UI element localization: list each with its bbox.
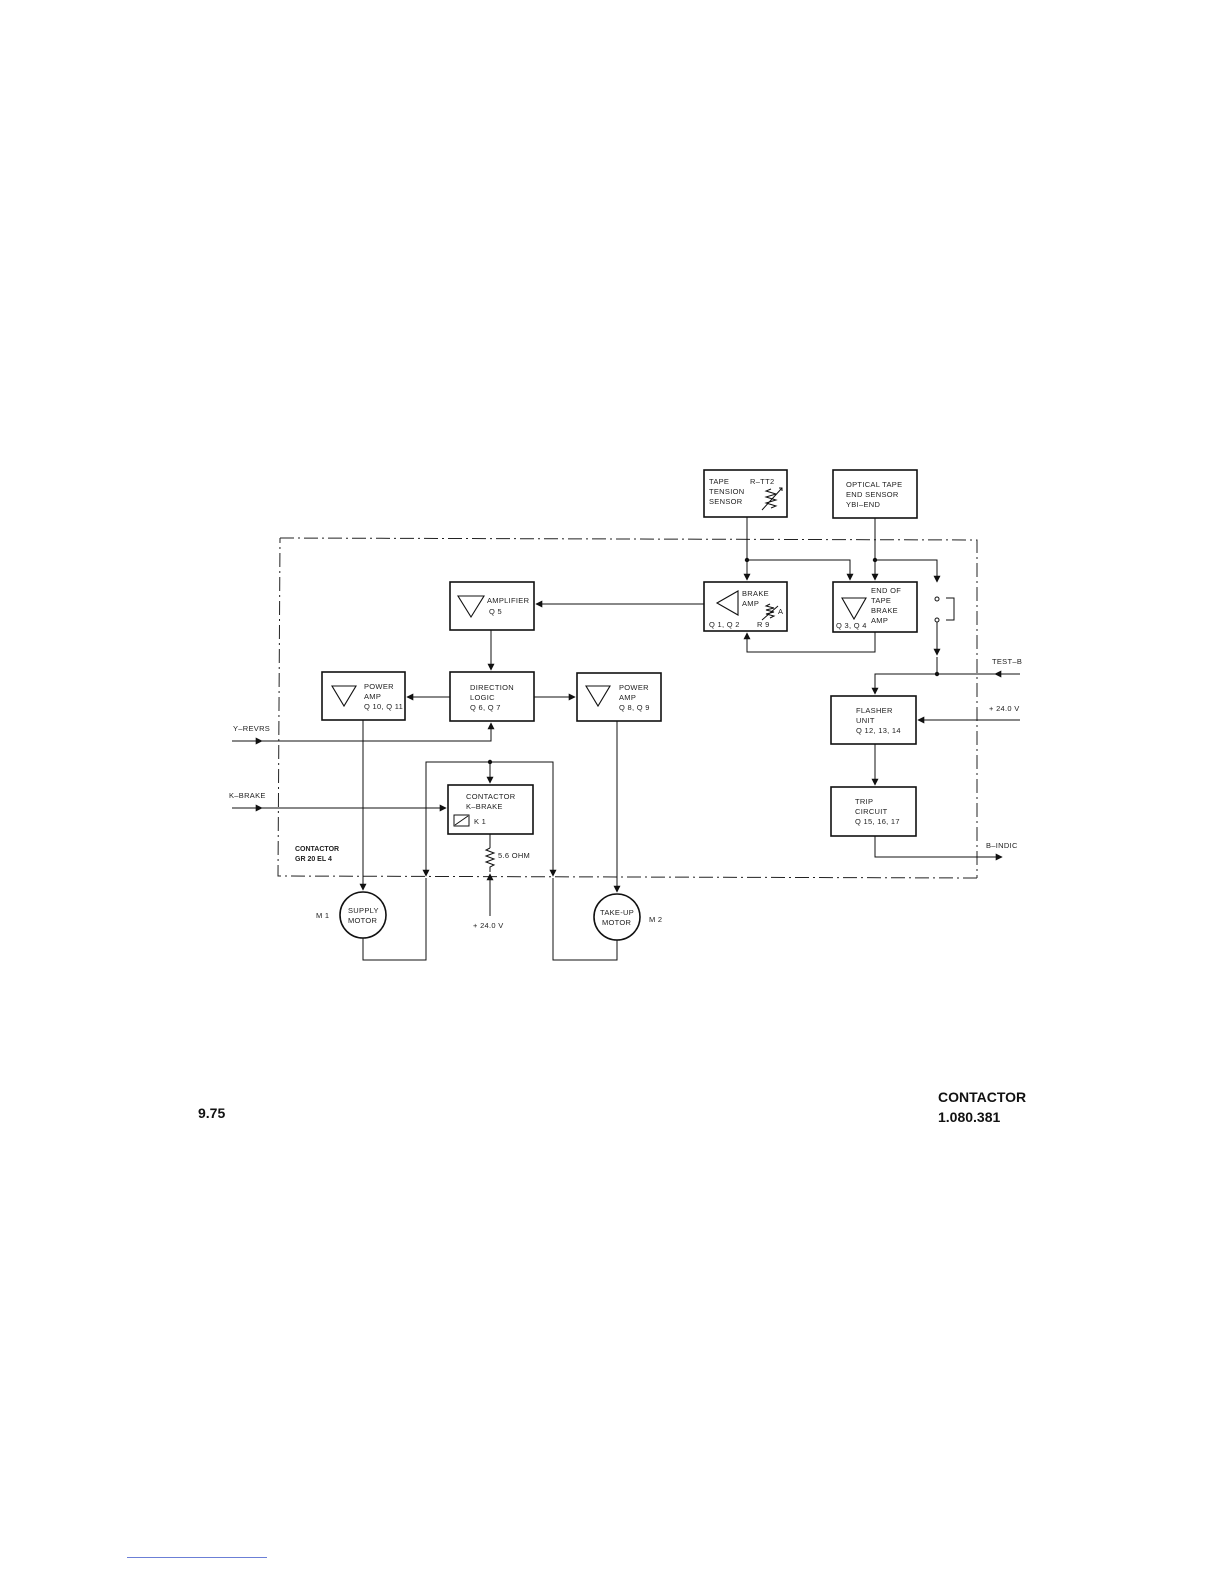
page-number: 9.75 bbox=[198, 1105, 226, 1121]
svg-text:FLASHER: FLASHER bbox=[856, 706, 893, 715]
signal-plus-24v-right: + 24.0 V bbox=[989, 704, 1020, 713]
svg-text:TAKE-UP: TAKE-UP bbox=[600, 908, 634, 917]
amplifier-triangle-icon bbox=[457, 595, 485, 619]
svg-text:SUPPLY: SUPPLY bbox=[348, 906, 379, 915]
svg-text:AMP: AMP bbox=[619, 693, 636, 702]
module-boundary bbox=[277, 537, 978, 879]
svg-text:R–TT2: R–TT2 bbox=[750, 477, 774, 486]
svg-text:SENSOR: SENSOR bbox=[709, 497, 743, 506]
resistor-value: 5.6 OHM bbox=[498, 851, 530, 860]
svg-text:TRIP: TRIP bbox=[855, 797, 873, 806]
signal-plus-24v-bottom: + 24.0 V bbox=[473, 921, 504, 930]
svg-text:BRAKE: BRAKE bbox=[871, 606, 898, 615]
svg-text:OPTICAL TAPE: OPTICAL TAPE bbox=[846, 480, 902, 489]
svg-text:A: A bbox=[778, 607, 783, 616]
svg-text:Q 8, Q 9: Q 8, Q 9 bbox=[619, 703, 650, 712]
svg-text:END SENSOR: END SENSOR bbox=[846, 490, 899, 499]
power-amp-right-box: POWER AMP Q 8, Q 9 bbox=[576, 672, 662, 722]
supply-motor: SUPPLY MOTOR bbox=[339, 891, 387, 939]
footer-title: CONTACTOR bbox=[938, 1089, 1027, 1105]
svg-text:TENSION: TENSION bbox=[709, 487, 744, 496]
svg-text:POWER: POWER bbox=[619, 683, 649, 692]
optical-tape-end-sensor-box: OPTICAL TAPE END SENSOR YBI–END bbox=[832, 469, 918, 519]
svg-text:Q 15, 16, 17: Q 15, 16, 17 bbox=[855, 817, 900, 826]
svg-text:CONTACTOR: CONTACTOR bbox=[466, 792, 516, 801]
takeup-motor: TAKE-UP MOTOR bbox=[593, 893, 641, 941]
power-amp-left-box: POWER AMP Q 10, Q 11 bbox=[321, 671, 406, 721]
trimmer-resistor-icon bbox=[761, 603, 779, 621]
signal-k-brake: K–BRAKE bbox=[229, 791, 266, 800]
amplifier-triangle-icon bbox=[331, 685, 357, 708]
svg-text:YBI–END: YBI–END bbox=[846, 500, 880, 509]
svg-text:UNIT: UNIT bbox=[856, 716, 875, 725]
trip-circuit-box: TRIP CIRCUIT Q 15, 16, 17 bbox=[830, 786, 917, 837]
svg-text:Q 12, 13, 14: Q 12, 13, 14 bbox=[856, 726, 901, 735]
footer-rule bbox=[127, 1557, 267, 1558]
module-label-1: CONTACTOR bbox=[295, 846, 339, 853]
motor-m1-label: M 1 bbox=[316, 911, 329, 920]
svg-text:Q 10, Q 11: Q 10, Q 11 bbox=[364, 702, 403, 711]
amplifier-triangle-left-icon bbox=[715, 590, 739, 616]
svg-text:K 1: K 1 bbox=[474, 817, 486, 826]
svg-text:Q 5: Q 5 bbox=[489, 607, 502, 616]
variable-resistor-icon bbox=[761, 487, 783, 511]
motor-m2-label: M 2 bbox=[649, 915, 662, 924]
svg-text:BRAKE: BRAKE bbox=[742, 589, 769, 598]
amplifier-triangle-icon bbox=[585, 685, 611, 708]
svg-text:END OF: END OF bbox=[871, 586, 901, 595]
svg-text:MOTOR: MOTOR bbox=[348, 916, 378, 925]
amplifier-triangle-icon bbox=[841, 597, 867, 621]
svg-text:AMP: AMP bbox=[364, 692, 381, 701]
svg-text:K–BRAKE: K–BRAKE bbox=[466, 802, 503, 811]
flasher-unit-box: FLASHER UNIT Q 12, 13, 14 bbox=[830, 695, 917, 745]
direction-logic-box: DIRECTION LOGIC Q 6, Q 7 bbox=[449, 671, 535, 722]
svg-text:LOGIC: LOGIC bbox=[470, 693, 495, 702]
signal-test-b: TEST–B bbox=[992, 657, 1022, 666]
svg-text:DIRECTION: DIRECTION bbox=[470, 683, 514, 692]
svg-text:MOTOR: MOTOR bbox=[602, 918, 632, 927]
footer-doc-number: 1.080.381 bbox=[938, 1109, 1001, 1125]
module-label-2: GR 20 EL 4 bbox=[295, 856, 332, 863]
svg-text:Q 6, Q 7: Q 6, Q 7 bbox=[470, 703, 501, 712]
signal-b-indic: B–INDIC bbox=[986, 841, 1018, 850]
svg-text:Q 1, Q 2: Q 1, Q 2 bbox=[709, 620, 740, 629]
svg-text:TAPE: TAPE bbox=[709, 477, 729, 486]
svg-text:AMP: AMP bbox=[742, 599, 759, 608]
end-of-tape-brake-amp-box: END OF TAPE BRAKE AMP Q 3, Q 4 bbox=[832, 581, 918, 633]
svg-text:Q 3, Q 4: Q 3, Q 4 bbox=[836, 621, 867, 630]
svg-text:AMPLIFIER: AMPLIFIER bbox=[487, 596, 530, 605]
wiring bbox=[232, 517, 1020, 961]
amplifier-q5-box: AMPLIFIER Q 5 bbox=[449, 581, 535, 631]
svg-text:POWER: POWER bbox=[364, 682, 394, 691]
tape-tension-sensor-box: TAPE TENSION SENSOR R–TT2 bbox=[703, 469, 788, 518]
svg-text:TAPE: TAPE bbox=[871, 596, 891, 605]
contactor-k-brake-box: CONTACTOR K–BRAKE K 1 bbox=[447, 784, 534, 835]
brake-amp-box: BRAKE AMP Q 1, Q 2 R 9 A bbox=[703, 581, 788, 632]
signal-y-revrs: Y–REVRS bbox=[233, 724, 270, 733]
relay-coil-icon bbox=[453, 814, 470, 827]
svg-text:CIRCUIT: CIRCUIT bbox=[855, 807, 888, 816]
resistor-icon bbox=[484, 847, 496, 872]
svg-text:R 9: R 9 bbox=[757, 620, 770, 629]
svg-text:AMP: AMP bbox=[871, 616, 888, 625]
